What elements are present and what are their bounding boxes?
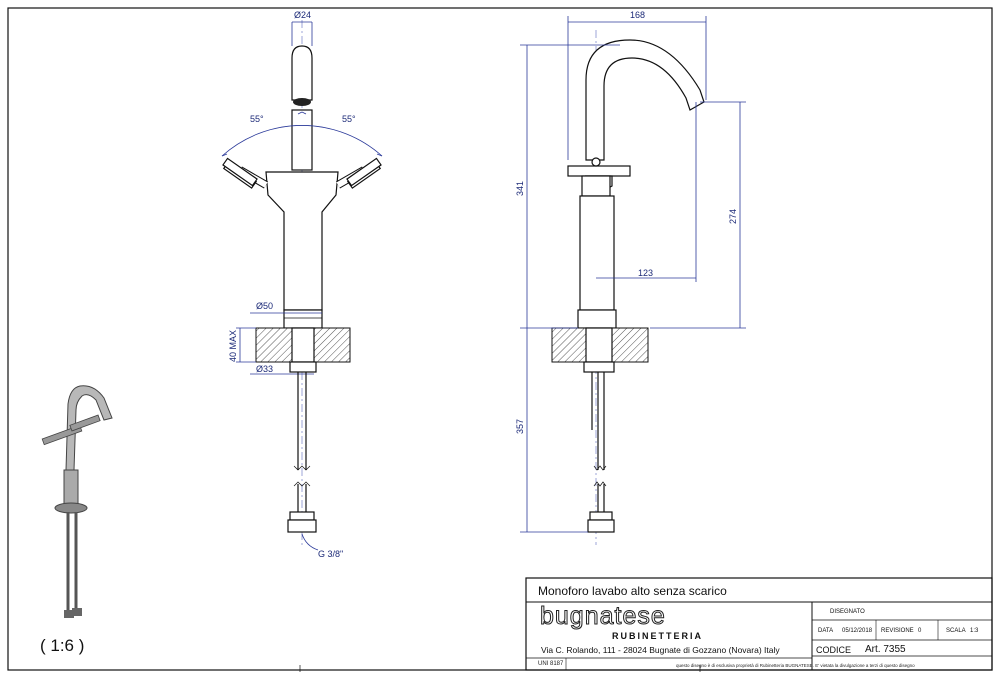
dim-40max: 40 MAX	[228, 330, 238, 362]
drawing-title: Monoforo lavabo alto senza scarico	[538, 584, 727, 598]
sheet-border	[7, 7, 993, 671]
dim-angle-right: 55°	[342, 114, 356, 124]
ownership-note: questo disegno è di esclusiva proprietà …	[676, 663, 915, 668]
mixer-body-front	[265, 171, 339, 311]
scale-title-label: SCALA	[946, 628, 966, 634]
uni-standard-label: UNI 8187	[538, 661, 564, 667]
front-view	[221, 20, 383, 551]
company-address: Via C. Rolando, 111 - 28024 Bugnate di G…	[541, 645, 780, 655]
brand-subtitle: RUBINETTERIA	[612, 631, 703, 641]
code-value: Art. 7355	[865, 644, 906, 655]
dim-341: 341	[515, 181, 525, 196]
mixer-body-side	[579, 195, 615, 311]
code-label: CODICE	[816, 645, 852, 655]
scale-title-value: 1:3	[970, 628, 979, 634]
dim-274: 274	[728, 209, 738, 224]
brand-logo: bugnatese	[540, 602, 666, 631]
dim-d24: Ø24	[294, 10, 311, 20]
countertop-section-front	[255, 327, 351, 363]
angle-arc	[221, 125, 383, 157]
side-view	[520, 16, 746, 545]
dim-168: 168	[630, 10, 645, 20]
revision-label: REVISIONE	[881, 628, 914, 634]
revision-value: 0	[918, 628, 922, 634]
dim-d50: Ø50	[256, 301, 273, 311]
isometric-thumbnail	[41, 385, 113, 618]
disegnato-label: DISEGNATO	[830, 609, 865, 615]
dim-angle-left: 55°	[250, 114, 264, 124]
countertop-section-side	[551, 327, 649, 363]
date-value: 05/12/2018	[842, 628, 873, 634]
spout-front	[291, 45, 313, 101]
dim-thread-g38: G 3/8"	[318, 549, 343, 559]
date-label: DATA	[818, 628, 834, 634]
gooseneck-spout	[585, 39, 705, 161]
scale-label: ( 1:6 )	[40, 636, 85, 655]
left-cross-handle	[222, 157, 268, 189]
title-block-frame	[525, 577, 993, 671]
spout-outlet	[293, 98, 311, 106]
dim-123: 123	[638, 268, 653, 278]
right-cross-handle	[336, 157, 382, 189]
dim-d33: Ø33	[256, 364, 273, 374]
dim-357: 357	[515, 419, 525, 434]
